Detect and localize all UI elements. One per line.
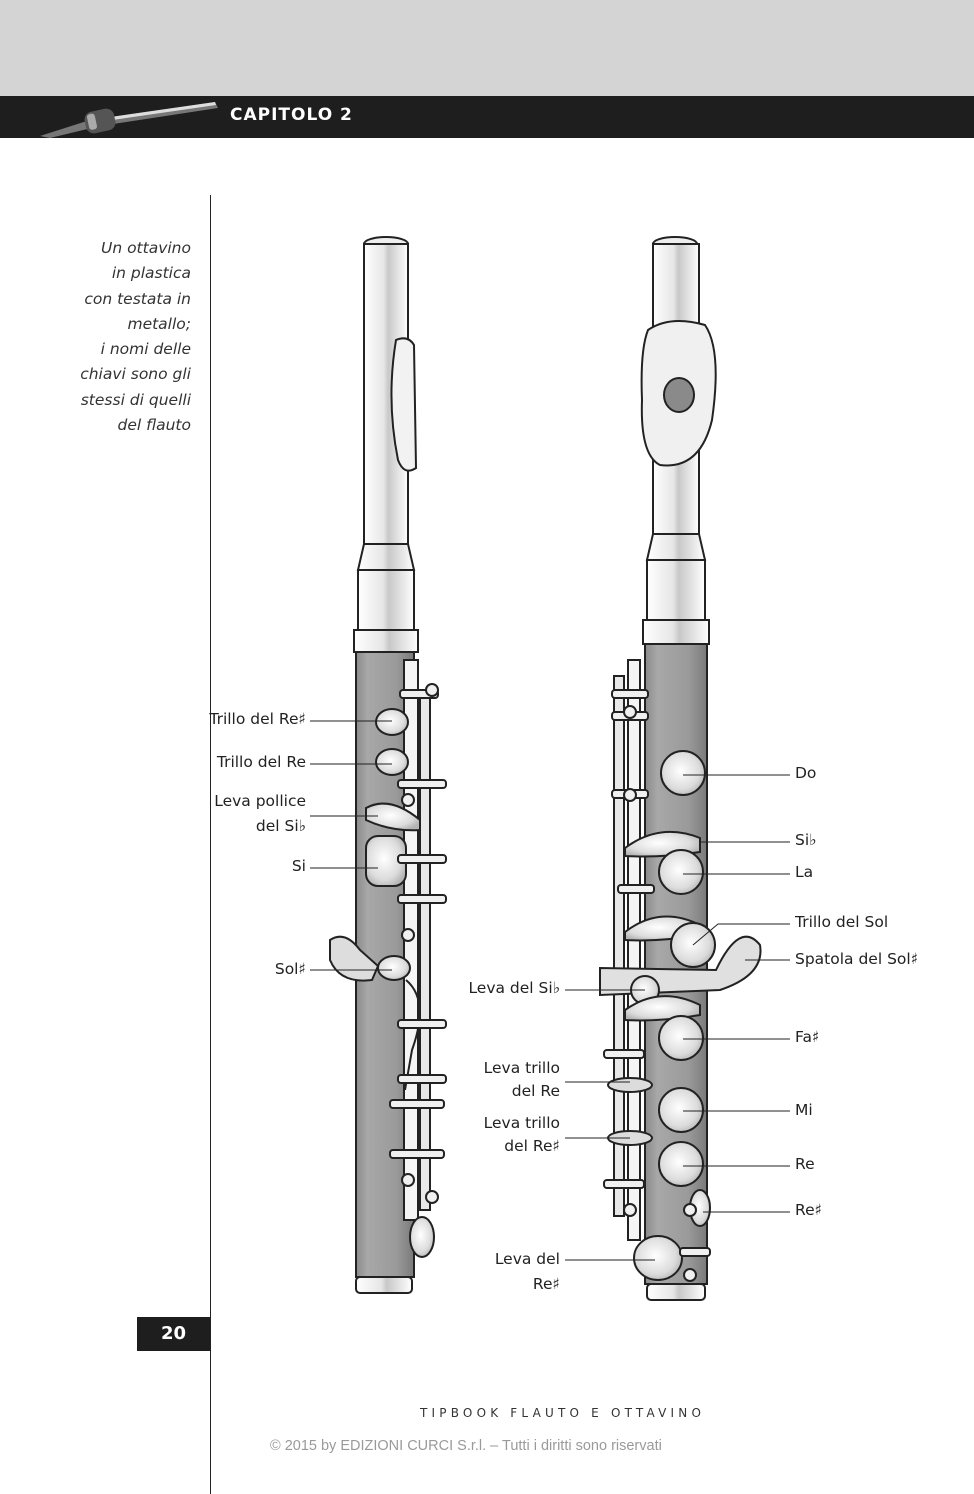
label-fa-diesis: Fa♯ xyxy=(795,1028,820,1046)
label-trillo-re-diesis: Trillo del Re♯ xyxy=(209,710,306,728)
caption-line: con testata in xyxy=(84,289,191,308)
label-line: del Re xyxy=(511,1082,560,1100)
piccolo-back-view xyxy=(329,236,447,1294)
label-leva-pollice-si-bem: Leva pollice del Si♭ xyxy=(214,790,306,837)
copyright-notice: © 2015 by EDIZIONI CURCI S.r.l. – Tutti … xyxy=(270,1438,662,1454)
label-la: La xyxy=(795,863,814,881)
label-leva-trillo-re: Leva trillo del Re xyxy=(484,1057,560,1102)
label-trillo-sol: Trillo del Sol xyxy=(795,913,889,931)
leader-lines xyxy=(310,720,790,1261)
label-leva-re-diesis: Leva del Re♯ xyxy=(495,1248,560,1295)
caption-line: metallo; xyxy=(127,314,191,333)
top-band xyxy=(0,0,974,96)
label-line: del Re♯ xyxy=(504,1137,560,1155)
caption-line: Un ottavino xyxy=(100,239,191,257)
label-line: Re♯ xyxy=(532,1275,560,1293)
label-mi: Mi xyxy=(795,1101,813,1119)
caption-line: stessi di quelli xyxy=(80,390,191,409)
caption-line: del flauto xyxy=(117,416,191,435)
label-leva-trillo-re-diesis: Leva trillo del Re♯ xyxy=(484,1112,560,1157)
label-si-bem: Si♭ xyxy=(795,831,817,849)
label-leva-si-bem: Leva del Si♭ xyxy=(468,979,560,997)
piccolo-front-view xyxy=(599,236,762,1301)
label-line: Leva trillo xyxy=(483,1114,560,1132)
caption-line: chiavi sono gli xyxy=(80,365,191,384)
margin-rule xyxy=(210,195,211,1494)
page-number: 20 xyxy=(137,1317,210,1351)
running-footer-title: TIPBOOK FLAUTO E OTTAVINO xyxy=(420,1406,706,1420)
caption-line: in plastica xyxy=(111,264,191,283)
label-re: Re xyxy=(795,1155,815,1173)
caption-line: i nomi delle xyxy=(100,340,191,359)
figure-caption: Un ottavino in plastica con testata in m… xyxy=(40,236,191,438)
label-line: del Si♭ xyxy=(255,817,306,835)
chapter-title: CAPITOLO 2 xyxy=(230,105,353,125)
label-line: Leva del xyxy=(494,1250,560,1268)
label-line: Leva trillo xyxy=(483,1059,560,1077)
label-trillo-re: Trillo del Re xyxy=(216,753,306,771)
chapter-flute-illustration xyxy=(40,102,218,138)
label-spatola-sol-diesis: Spatola del Sol♯ xyxy=(795,950,919,968)
chapter-bar xyxy=(0,96,974,138)
label-re-diesis: Re♯ xyxy=(795,1201,823,1219)
label-sol-diesis: Sol♯ xyxy=(274,960,306,978)
label-line: Leva pollice xyxy=(214,792,306,810)
label-si: Si xyxy=(291,857,306,875)
label-do: Do xyxy=(795,764,817,782)
